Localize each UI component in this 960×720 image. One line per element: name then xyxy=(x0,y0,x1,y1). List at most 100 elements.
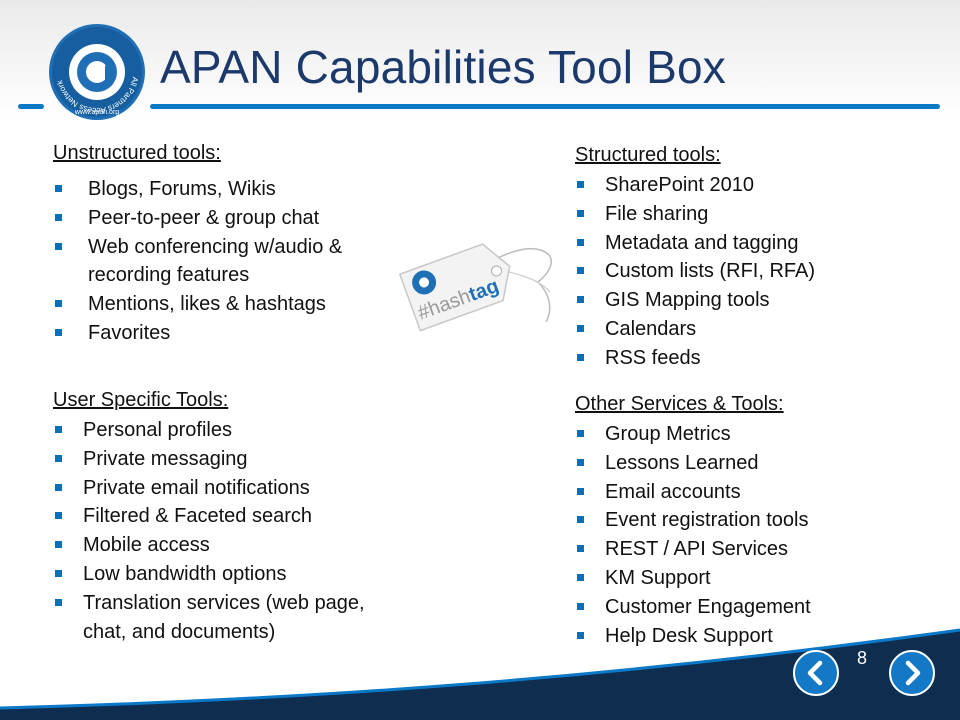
list-item: Low bandwidth options xyxy=(55,560,365,589)
bullet-icon xyxy=(577,181,584,188)
list-item: Custom lists (RFI, RFA) xyxy=(577,257,815,286)
list-item: Favorites xyxy=(55,319,342,348)
section-heading-user-specific: User Specific Tools: xyxy=(53,389,229,411)
list-item: Web conferencing w/audio & recording feat… xyxy=(55,233,342,291)
bullet-icon xyxy=(55,454,62,462)
bullet-icon xyxy=(577,430,584,437)
bullet-icon xyxy=(577,353,584,361)
list-item-text: Low bandwidth options xyxy=(83,562,287,585)
bullet-icon xyxy=(577,296,584,304)
list-item: Calendars xyxy=(577,315,815,344)
list-item: Email accounts xyxy=(577,478,811,507)
bullet-icon xyxy=(577,487,584,495)
bullet-icon xyxy=(55,213,62,221)
list-item-text: Blogs, Forums, Wikis xyxy=(88,178,276,200)
list-item-text: KM Support xyxy=(605,566,711,589)
bullet-icon xyxy=(55,426,62,433)
list-item-text: Mobile access xyxy=(83,534,210,557)
bullet-icon xyxy=(55,483,62,491)
bullet-icon xyxy=(55,300,62,308)
list-item: Help Desk Support xyxy=(577,622,811,651)
list-item-text: SharePoint 2010 xyxy=(605,174,755,196)
list-item-text: RSS feeds xyxy=(605,346,701,369)
section-heading-other: Other Services & Tools: xyxy=(575,393,784,415)
list-item: Blogs, Forums, Wikis xyxy=(55,175,342,204)
bullet-icon xyxy=(577,209,584,217)
bullet-icon xyxy=(577,267,584,275)
section-heading-unstructured: Unstructured tools: xyxy=(53,142,221,164)
list-item: Translation services (web page, chat, and… xyxy=(55,589,365,647)
bullet-icon xyxy=(577,238,584,246)
list-item: Filtered & Faceted search xyxy=(55,502,365,531)
list-item: Peer-to-peer & group chat xyxy=(55,204,342,233)
prev-slide-button[interactable] xyxy=(793,650,839,696)
list-item-text: Metadata and tagging xyxy=(605,231,799,254)
list-item-text: Private email notifications xyxy=(83,476,310,499)
list-item: Personal profiles xyxy=(55,416,365,445)
bullet-icon xyxy=(577,602,584,610)
list-item-text: Web conferencing w/audio & xyxy=(88,235,343,258)
list-item: File sharing xyxy=(577,200,815,229)
title-rule-left xyxy=(18,104,44,109)
bullet-icon xyxy=(577,545,584,553)
hashtag-tag-image: #hashtag xyxy=(398,243,552,332)
list-item-text: REST / API Services xyxy=(605,538,789,561)
bullet-icon xyxy=(55,185,62,192)
list-item-text: Group Metrics xyxy=(605,423,731,445)
list-item-text: Event registration tools xyxy=(605,509,809,532)
list-item: Customer Engagement xyxy=(577,593,811,622)
chevron-right-icon xyxy=(905,660,921,686)
bullet-icon xyxy=(55,598,62,606)
list-item-text: Calendars xyxy=(605,317,697,340)
list-item: Event registration tools xyxy=(577,506,811,535)
bullet-icon xyxy=(55,328,62,336)
list-item-text: Help Desk Support xyxy=(605,624,773,647)
list-item-text: Lessons Learned xyxy=(605,451,759,474)
list-item: Mobile access xyxy=(55,531,365,560)
list-item: SharePoint 2010 xyxy=(577,171,815,200)
bullet-icon xyxy=(577,324,584,332)
list-item-text: Peer-to-peer & group chat xyxy=(88,206,320,229)
list-item-text: File sharing xyxy=(605,202,709,225)
list-item-text: Mentions, likes & hashtags xyxy=(88,293,326,316)
section-unstructured: Unstructured tools: Blogs, Forums, Wikis… xyxy=(53,141,342,348)
bullet-icon xyxy=(577,458,584,466)
page-number: 8 xyxy=(857,648,868,668)
bullet-icon xyxy=(55,569,62,577)
bullet-icon xyxy=(55,242,62,250)
logo-url-text: www.apan.org xyxy=(74,109,119,116)
list-item-text: Filtered & Faceted search xyxy=(83,505,312,528)
list-item: REST / API Services xyxy=(577,535,811,564)
title-rule-right xyxy=(150,104,940,109)
list-item: Private messaging xyxy=(55,445,365,474)
list-item: Private email notifications xyxy=(55,474,365,503)
list-item-text: GIS Mapping tools xyxy=(605,289,770,312)
list-item-text: Personal profiles xyxy=(83,419,232,441)
bullet-icon xyxy=(55,541,62,549)
list-item-text: Favorites xyxy=(88,321,171,344)
bullet-icon xyxy=(55,512,62,520)
list-item: Metadata and tagging xyxy=(577,229,815,258)
list-item-text: chat, and documents) xyxy=(83,620,276,643)
list-item: RSS feeds xyxy=(577,344,815,373)
list-item-text: Translation services (web page, xyxy=(83,591,365,614)
list-item: KM Support xyxy=(577,564,811,593)
page-title: APAN Capabilities Tool Box xyxy=(160,41,727,93)
bullet-icon xyxy=(577,631,584,639)
list-item-text: recording features xyxy=(88,264,250,287)
list-item: Mentions, likes & hashtags xyxy=(55,290,342,319)
bullet-icon xyxy=(577,516,584,524)
next-slide-button[interactable] xyxy=(889,650,935,696)
list-item-text: Customer Engagement xyxy=(605,595,811,618)
list-item: GIS Mapping tools xyxy=(577,286,815,315)
list-item-text: Private messaging xyxy=(83,447,248,470)
bullet-icon xyxy=(577,573,584,581)
apan-logo: All Partners Access Network www.apan.org xyxy=(49,24,145,120)
list-item: Lessons Learned xyxy=(577,449,811,478)
